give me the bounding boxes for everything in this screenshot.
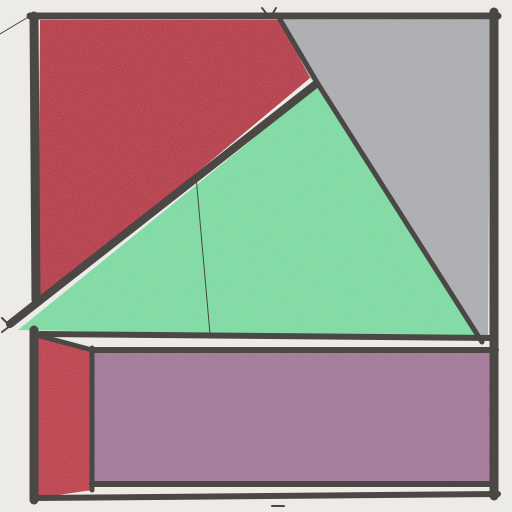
crimson-upper-left-region xyxy=(18,20,310,322)
gray-upper-right-region xyxy=(280,20,490,338)
pencil-guide-line xyxy=(195,175,211,335)
diagonal-crimson-green-edge xyxy=(6,80,320,328)
left-tick-mark xyxy=(1,317,11,333)
outer-frame-bottom xyxy=(31,491,501,501)
middle-band-left-wedge xyxy=(37,333,95,353)
middle-band-top xyxy=(37,331,497,341)
outer-frame-left-upper xyxy=(29,11,41,305)
green-triangle-region xyxy=(18,86,478,338)
mauve-lower-rectangle-region xyxy=(92,350,490,486)
crimson-left-strip-region xyxy=(38,336,92,498)
diagonal-green-gray-edge xyxy=(315,81,485,345)
top-tick-mark xyxy=(261,7,277,19)
diagonal-top-fold xyxy=(275,13,321,87)
frame-lines xyxy=(0,7,502,507)
top-left-tick xyxy=(0,15,31,35)
